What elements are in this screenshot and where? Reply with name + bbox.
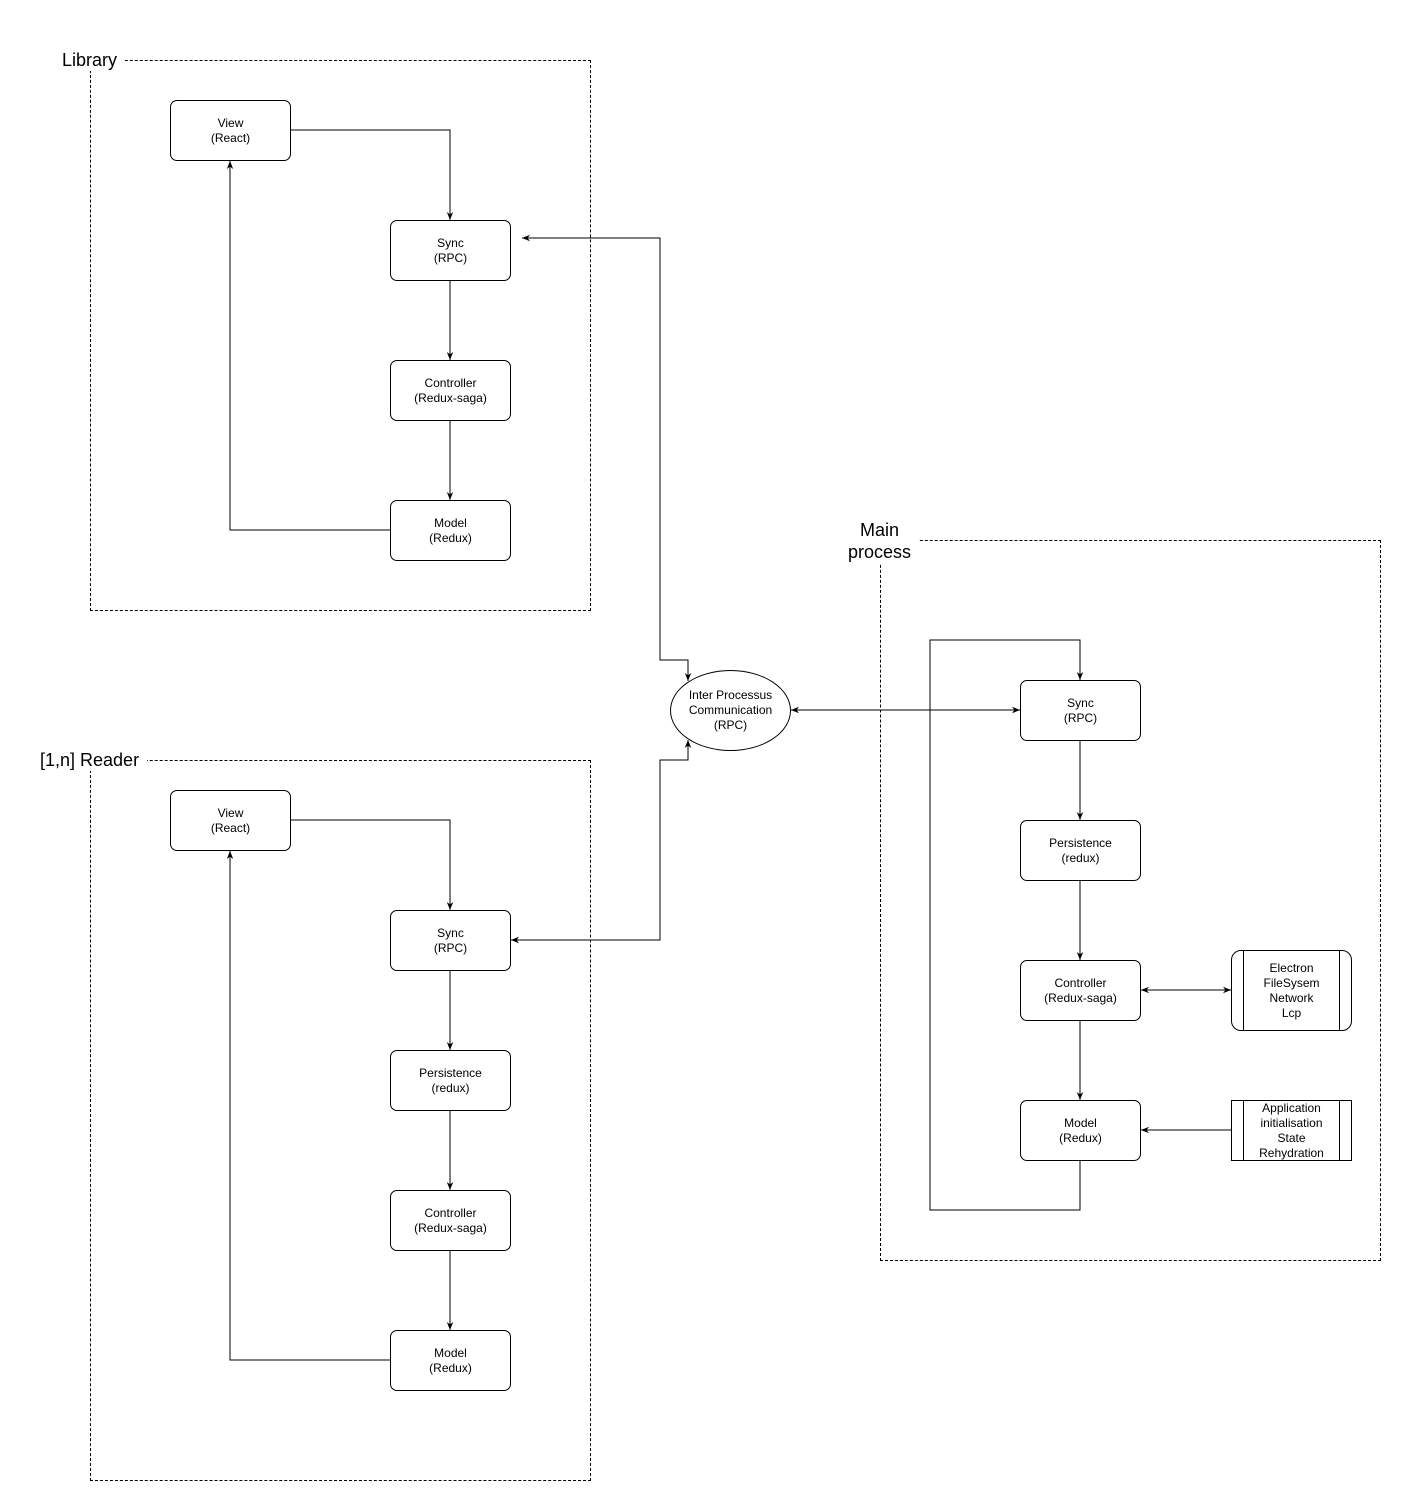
main-controller-node: Controller (Redux-saga)	[1020, 960, 1141, 1021]
main-electron-label: Electron FileSysem Network Lcp	[1263, 960, 1320, 1020]
library-model-node: Model (Redux)	[390, 500, 511, 561]
library-model-label: Model (Redux)	[429, 515, 472, 545]
ipc-label: Inter Processus Communication (RPC)	[688, 688, 773, 732]
edge-mp-model-loop-to-sync	[929, 639, 1084, 1211]
reader-controller-label: Controller (Redux-saga)	[414, 1205, 487, 1235]
main-sync-label: Sync (RPC)	[1063, 695, 1098, 725]
main-process-group	[880, 540, 1381, 1261]
edge-rd-view-to-sync	[291, 819, 454, 910]
reader-persistence-node: Persistence (redux)	[390, 1050, 511, 1111]
reader-group	[90, 760, 591, 1481]
edge-rd-model-to-view	[226, 851, 390, 1361]
reader-sync-label: Sync (RPC)	[433, 925, 468, 955]
main-init-node: Application initialisation State Rehydra…	[1231, 1100, 1352, 1161]
library-group-title: Library	[54, 49, 126, 71]
edge-lib-model-to-view	[226, 161, 390, 531]
reader-model-node: Model (Redux)	[390, 1330, 511, 1391]
main-init-label: Application initialisation State Rehydra…	[1259, 1100, 1324, 1160]
ipc-node: Inter Processus Communication (RPC)	[670, 670, 791, 751]
main-controller-label: Controller (Redux-saga)	[1044, 975, 1117, 1005]
main-model-node: Model (Redux)	[1020, 1100, 1141, 1161]
reader-view-node: View (React)	[170, 790, 291, 851]
main-electron-node: Electron FileSysem Network Lcp	[1231, 950, 1352, 1031]
main-process-group-title: Main process	[840, 519, 920, 563]
edge-ipc-lib-sync	[522, 234, 692, 681]
reader-model-label: Model (Redux)	[429, 1345, 472, 1375]
library-view-node: View (React)	[170, 100, 291, 161]
library-sync-label: Sync (RPC)	[433, 235, 468, 265]
edge-ipc-rd-sync	[511, 740, 692, 944]
main-sync-node: Sync (RPC)	[1020, 680, 1141, 741]
reader-persistence-label: Persistence (redux)	[419, 1065, 482, 1095]
reader-sync-node: Sync (RPC)	[390, 910, 511, 971]
library-controller-label: Controller (Redux-saga)	[414, 375, 487, 405]
reader-view-label: View (React)	[210, 805, 251, 835]
library-controller-node: Controller (Redux-saga)	[390, 360, 511, 421]
library-sync-node: Sync (RPC)	[390, 220, 511, 281]
reader-controller-node: Controller (Redux-saga)	[390, 1190, 511, 1251]
main-model-label: Model (Redux)	[1059, 1115, 1102, 1145]
library-view-label: View (React)	[210, 115, 251, 145]
edge-lib-view-to-sync	[291, 129, 454, 220]
main-persistence-node: Persistence (redux)	[1020, 820, 1141, 881]
main-persistence-label: Persistence (redux)	[1049, 835, 1112, 865]
reader-group-title: [1,n] Reader	[32, 749, 148, 771]
